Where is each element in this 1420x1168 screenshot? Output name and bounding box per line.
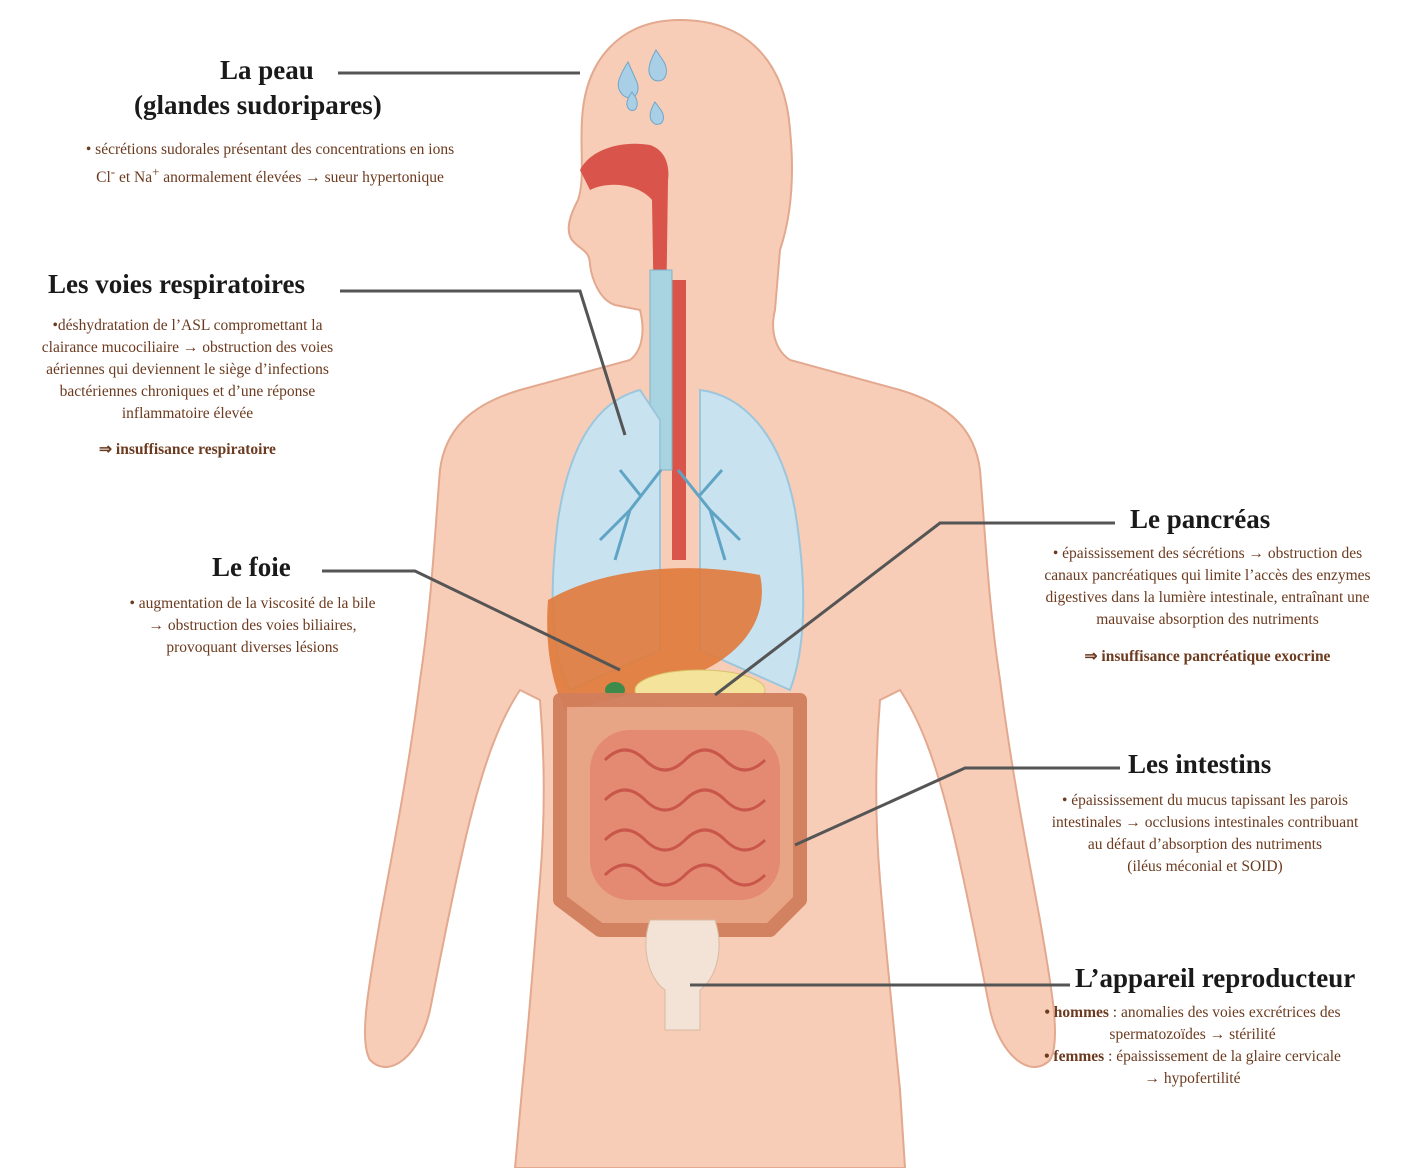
esophagus bbox=[672, 280, 686, 560]
desc-peau: • sécrétions sudorales présentant des co… bbox=[40, 139, 500, 189]
title-pancreas: Le pancréas bbox=[1130, 503, 1270, 535]
title-foie: Le foie bbox=[212, 551, 291, 583]
conclusion-respiratoire: ⇒ insuffisance respiratoire bbox=[0, 439, 375, 461]
title-reproducteur: L’appareil reproducteur bbox=[1075, 962, 1355, 994]
desc-hommes: • hommes : anomalies des voies excrétric… bbox=[1000, 1002, 1385, 1024]
title-respiratoire: Les voies respiratoires bbox=[48, 268, 305, 300]
subtitle-peau: (glandes sudoripares) bbox=[134, 89, 382, 121]
desc-peau-line-1: • sécrétions sudorales présentant des co… bbox=[40, 139, 500, 161]
desc-foie: • augmentation de la viscosité de la bil… bbox=[95, 593, 410, 659]
desc-pancreas: • épaississement des sécrétions → obstru… bbox=[1000, 543, 1415, 631]
title-intestins: Les intestins bbox=[1128, 748, 1271, 780]
desc-intestins: • épaississement du mucus tapissant les … bbox=[1005, 790, 1405, 878]
desc-peau-line-2: Cl- et Na+ anormalement élevées → sueur … bbox=[40, 161, 500, 189]
conclusion-pancreas: ⇒ insuffisance pancréatique exocrine bbox=[1000, 646, 1415, 668]
desc-reproducteur: • hommes : anomalies des voies excrétric… bbox=[1000, 1002, 1385, 1090]
desc-femmes: • femmes : épaississement de la glaire c… bbox=[1000, 1046, 1385, 1068]
desc-respiratoire: •déshydratation de l’ASL compromettant l… bbox=[0, 315, 375, 425]
title-peau: La peau bbox=[220, 54, 314, 86]
